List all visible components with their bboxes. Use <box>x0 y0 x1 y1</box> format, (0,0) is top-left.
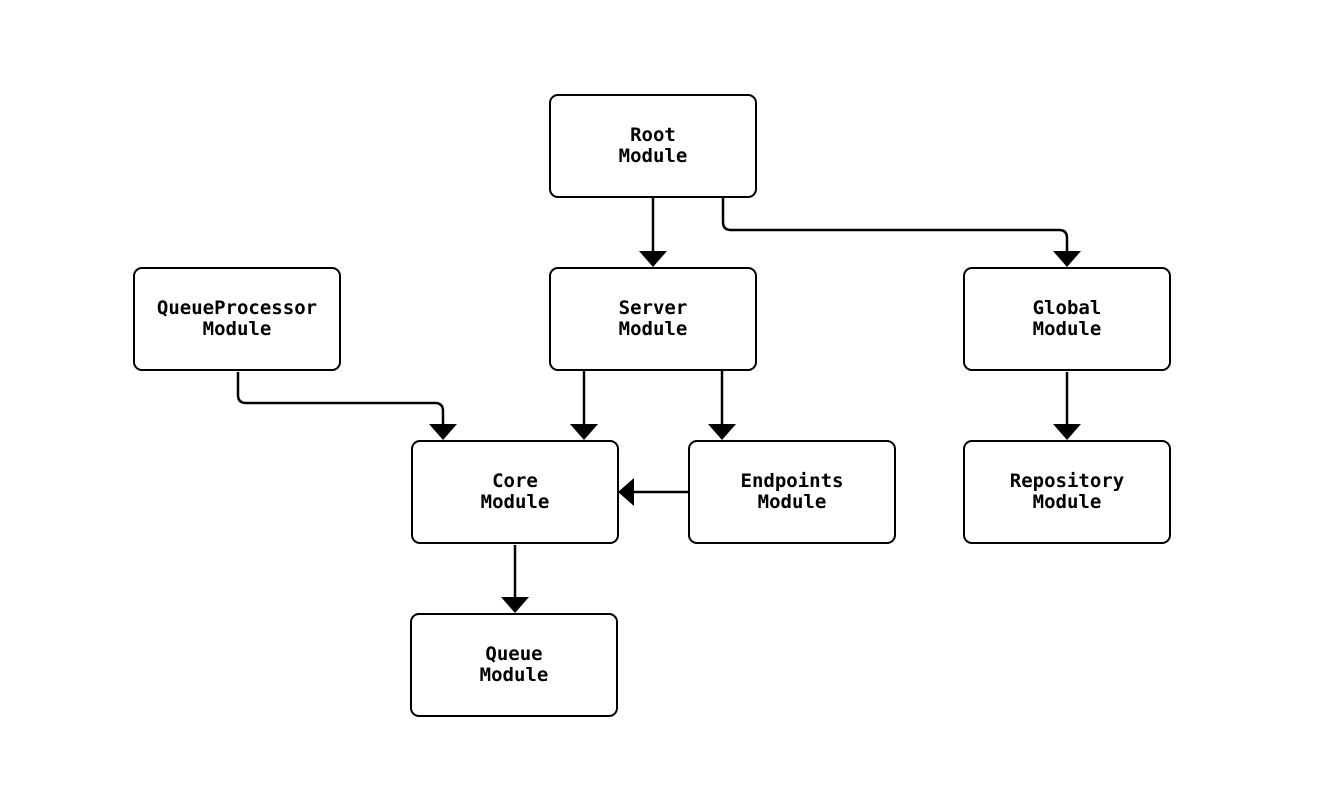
node-global-module: Global Module <box>963 267 1171 371</box>
edge-queue-processor-core <box>236 372 457 440</box>
arrowhead-down-icon <box>429 424 457 440</box>
node-queue-module-label: Queue Module <box>479 643 549 686</box>
arrowhead-down-icon <box>570 424 598 440</box>
edge-endpoints-core <box>618 478 688 506</box>
arrowhead-down-icon <box>1053 424 1081 440</box>
node-queue-module: Queue Module <box>410 613 618 717</box>
edge-server-core <box>570 371 598 440</box>
arrowhead-down-icon <box>708 424 736 440</box>
arrowhead-left-icon <box>618 478 634 506</box>
arrowhead-down-icon <box>501 597 529 613</box>
node-global-module-label: Global Module <box>1032 297 1102 340</box>
node-repository-module-label: Repository Module <box>1009 470 1125 513</box>
node-core-module-label: Core Module <box>480 470 550 513</box>
node-queue-processor-module: QueueProcessor Module <box>133 267 341 371</box>
node-endpoints-module: Endpoints Module <box>688 440 896 544</box>
node-repository-module: Repository Module <box>963 440 1171 544</box>
node-server-module-label: Server Module <box>618 297 688 340</box>
edge-global-repository <box>1053 372 1081 440</box>
node-core-module: Core Module <box>411 440 619 544</box>
node-root-module-label: Root Module <box>618 124 688 167</box>
edge-root-server <box>639 198 667 267</box>
edge-server-endpoints <box>708 371 736 440</box>
node-endpoints-module-label: Endpoints Module <box>740 470 844 513</box>
node-server-module: Server Module <box>549 267 757 371</box>
arrowhead-down-icon <box>1053 251 1081 267</box>
edge-root-global <box>721 198 1081 267</box>
arrowhead-down-icon <box>639 251 667 267</box>
node-root-module: Root Module <box>549 94 757 198</box>
edge-core-queue <box>501 545 529 613</box>
node-queue-processor-module-label: QueueProcessor Module <box>156 297 318 340</box>
